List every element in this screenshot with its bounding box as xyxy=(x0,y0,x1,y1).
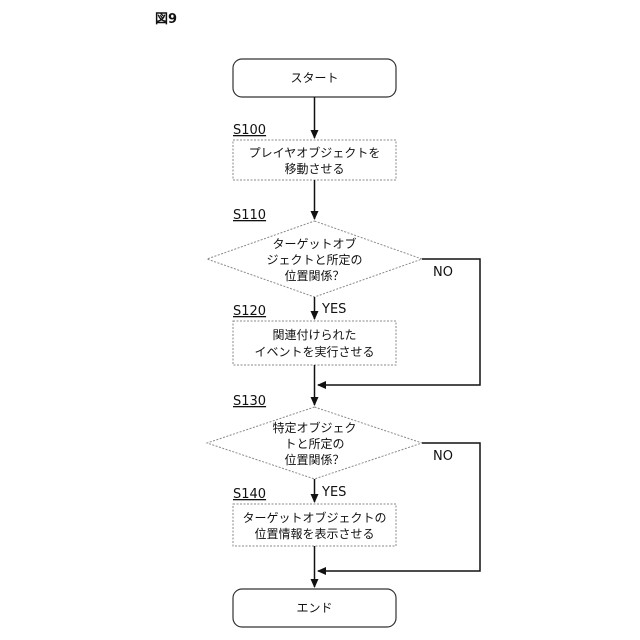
s110-no-label: NO xyxy=(433,265,453,280)
step-id-s100: S100 xyxy=(233,123,266,138)
s130-line1: 特定オブジェク xyxy=(272,420,356,435)
s110-line1: ターゲットオブ xyxy=(272,236,356,251)
s110-yes-label: YES xyxy=(321,302,346,317)
s110-line3: 位置関係？ xyxy=(284,268,344,283)
step-id-s140: S140 xyxy=(233,487,266,502)
s130-line3: 位置関係？ xyxy=(284,452,344,467)
s130-line2: トと所定の xyxy=(284,436,344,451)
s100-line1: プレイヤオブジェクトを xyxy=(249,145,381,160)
s130-yes-label: YES xyxy=(321,485,346,500)
s120-line1: 関連付けられた xyxy=(272,328,356,342)
s120-line2: イベントを実行させる xyxy=(254,344,374,359)
s140-line1: ターゲットオブジェクトの xyxy=(242,510,386,525)
step-id-s120: S120 xyxy=(233,304,266,319)
s130-no-label: NO xyxy=(433,449,453,464)
s140-line2: 位置情報を表示させる xyxy=(254,526,374,541)
step-id-s110: S110 xyxy=(233,208,266,223)
figure-label: 図9 xyxy=(155,12,177,27)
step-id-s130: S130 xyxy=(233,394,266,409)
s100-line2: 移動させる xyxy=(284,162,344,176)
start-label: スタート xyxy=(290,71,338,85)
s110-line2: ジェクトと所定の xyxy=(266,252,362,267)
end-label: エンド xyxy=(296,601,332,615)
